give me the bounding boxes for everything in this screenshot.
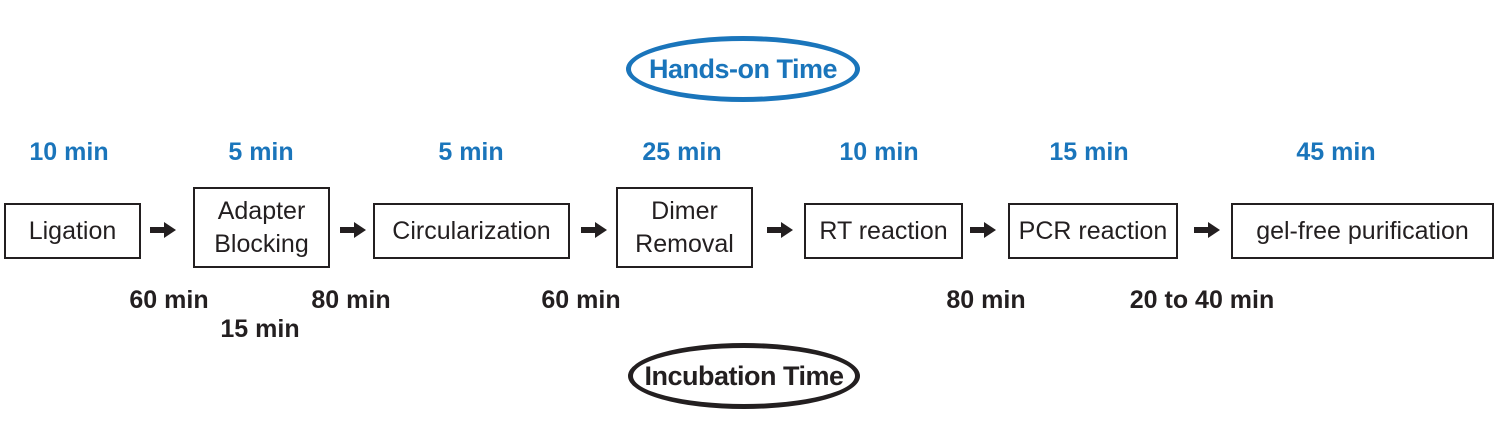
- hands-on-time-adapter-blocking: 5 min: [228, 138, 294, 166]
- step-dimer-removal: Dimer Removal: [616, 187, 753, 268]
- arrow-right-icon: [340, 222, 366, 238]
- step-pcr-reaction: PCR reaction: [1008, 203, 1178, 259]
- arrow-right-icon: [150, 222, 176, 238]
- step-adapter-blocking: Adapter Blocking: [193, 187, 330, 268]
- step-rt-reaction: RT reaction: [804, 203, 963, 259]
- arrow-right-icon: [970, 222, 996, 238]
- hands-on-time-title: Hands-on Time: [648, 53, 838, 84]
- hands-on-time-dimer-removal: 25 min: [642, 138, 722, 166]
- arrow-right-icon: [767, 222, 793, 238]
- incubation-time-dimer-removal: 60 min: [541, 286, 621, 314]
- incubation-time-pcr-reaction: 80 min: [946, 286, 1026, 314]
- arrow-right-icon: [581, 222, 607, 238]
- incubation-time-circularization: 80 min: [311, 286, 391, 314]
- hands-on-time-rt-reaction: 10 min: [839, 138, 919, 166]
- arrow-right-icon: [1194, 222, 1220, 238]
- incubation-time-adapter-blocking: 15 min: [220, 315, 300, 343]
- hands-on-time-ligation: 10 min: [29, 138, 109, 166]
- step-gel-free-purification: gel-free purification: [1231, 203, 1494, 259]
- hands-on-time-purification: 45 min: [1296, 138, 1376, 166]
- step-ligation: Ligation: [4, 203, 141, 259]
- hands-on-time-pcr-reaction: 15 min: [1049, 138, 1129, 166]
- incubation-time-purification: 20 to 40 min: [1129, 286, 1275, 314]
- incubation-time-ligation: 60 min: [129, 286, 209, 314]
- hands-on-time-label: Hands-on Time: [626, 36, 860, 102]
- step-circularization: Circularization: [373, 203, 570, 259]
- incubation-time-label: Incubation Time: [628, 343, 860, 409]
- hands-on-time-circularization: 5 min: [438, 138, 504, 166]
- incubation-time-title: Incubation Time: [644, 360, 844, 391]
